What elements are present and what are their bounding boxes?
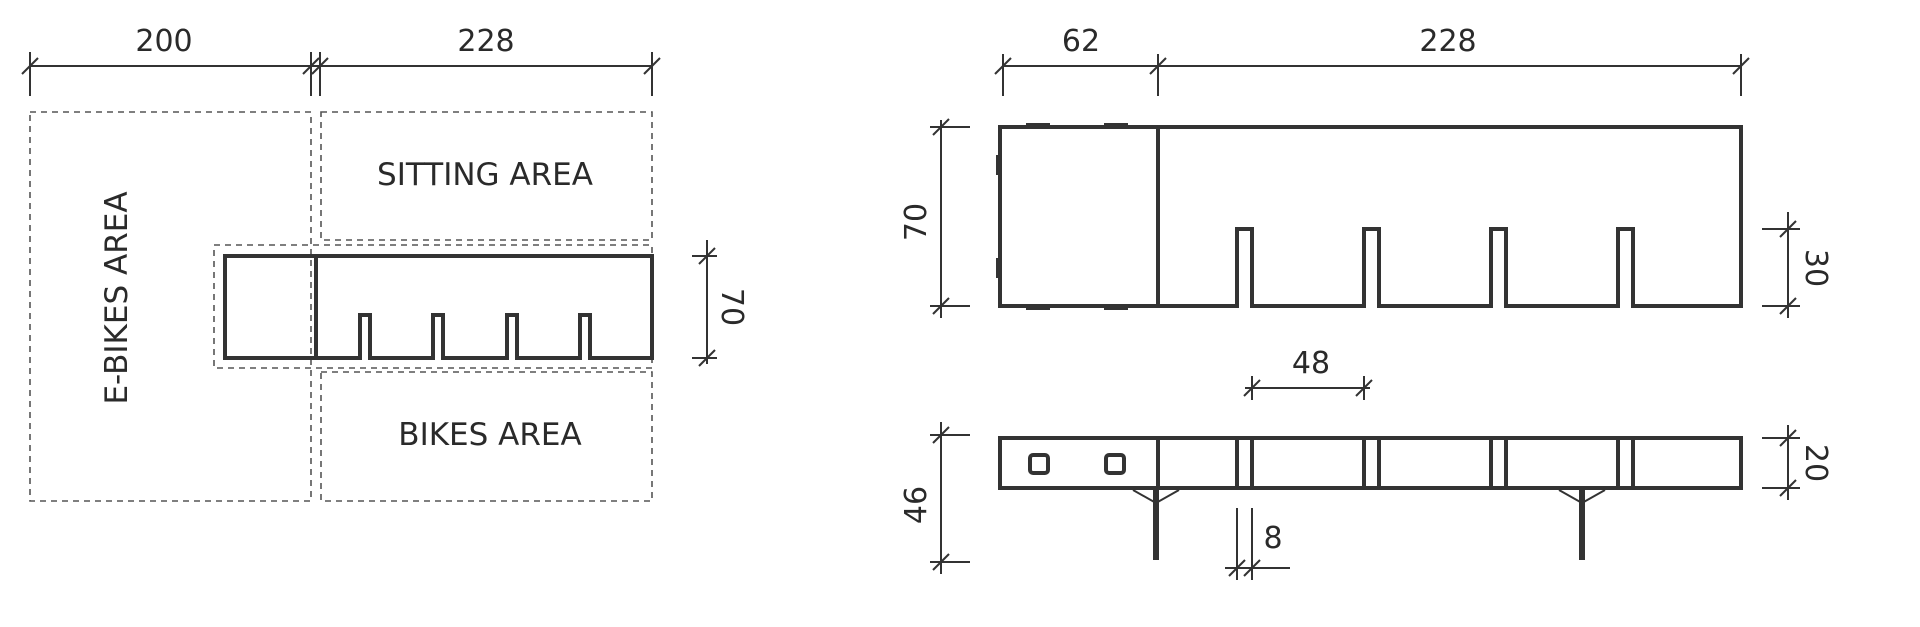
ebike-width-dimension-label: 200 (135, 24, 192, 59)
side-view: 48 46 (899, 346, 1833, 580)
slot-spacing-dimension (1243, 376, 1373, 400)
plan-top-dimension (21, 52, 661, 96)
bikes-area-outline (320, 371, 653, 502)
total-height-dimension-label: 46 (899, 486, 934, 524)
sitting-area-label: SITTING AREA (377, 157, 593, 193)
plan-bench (223, 254, 654, 360)
elevation-height-dimension-label: 70 (899, 203, 934, 241)
ebikes-area-label: E-BIKES AREA (99, 191, 135, 404)
slot-width-dimension-label: 8 (1263, 521, 1282, 556)
bikes-area-label: BIKES AREA (398, 417, 581, 453)
thickness-dimension (1762, 425, 1800, 500)
slot-depth-dimension-label: 30 (1798, 249, 1833, 287)
front-elevation: 62 228 70 (899, 24, 1833, 318)
elevation-length-dimension-label: 228 (1419, 24, 1476, 59)
side-bench (998, 436, 1743, 490)
thickness-dimension-label: 20 (1798, 444, 1833, 482)
elevation-height-dimension (930, 118, 970, 318)
elevation-bench (996, 123, 1743, 310)
slot-depth-dimension (1762, 212, 1800, 318)
bench-length-dimension-label: 228 (457, 24, 514, 59)
slot-spacing-dimension-label: 48 (1292, 346, 1330, 381)
sitting-area-outline (320, 111, 653, 241)
plan-depth-dimension (692, 240, 717, 367)
ebikes-area-outline (29, 111, 312, 502)
slot-width-dimension (1225, 508, 1290, 580)
end-block-dimension-label: 62 (1062, 24, 1100, 59)
plan-view: 200 228 E-BIKES AREA SITTING AREA BIKES … (21, 24, 749, 502)
total-height-dimension (930, 422, 970, 574)
support-posts (1132, 489, 1606, 560)
plan-depth-dimension-label: 70 (714, 288, 749, 326)
elevation-top-dimension (994, 54, 1750, 96)
